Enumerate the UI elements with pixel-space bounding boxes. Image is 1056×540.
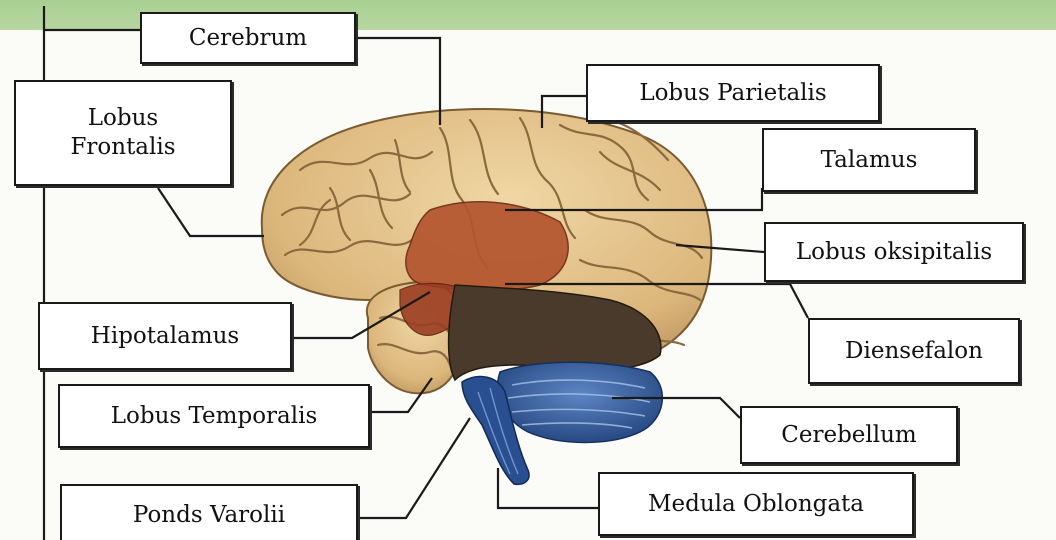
label-cerebellum: Cerebellum <box>740 406 958 464</box>
label-lobus-oksipitalis-text: Lobus oksipitalis <box>796 238 992 267</box>
leader-ponds-varolii <box>358 418 470 518</box>
label-cerebellum-text: Cerebellum <box>781 421 916 450</box>
label-lobus-frontalis-line2: Frontalis <box>70 133 175 162</box>
label-lobus-parietalis-text: Lobus Parietalis <box>639 79 826 108</box>
label-ponds-varolii: Ponds Varolii <box>60 484 358 540</box>
label-diensefalon-text: Diensefalon <box>845 337 983 366</box>
label-diensefalon: Diensefalon <box>808 318 1020 384</box>
label-cerebrum: Cerebrum <box>140 12 356 64</box>
cerebellum-shape <box>498 362 663 442</box>
label-medula-oblongata-text: Medula Oblongata <box>648 490 864 519</box>
label-lobus-temporalis-text: Lobus Temporalis <box>111 402 318 431</box>
label-lobus-temporalis: Lobus Temporalis <box>58 384 370 448</box>
leader-lobus-frontalis <box>158 188 264 236</box>
label-ponds-varolii-text: Ponds Varolii <box>133 501 285 530</box>
label-lobus-frontalis-line1: Lobus <box>88 104 158 133</box>
label-lobus-oksipitalis: Lobus oksipitalis <box>764 222 1024 282</box>
label-hipotalamus-text: Hipotalamus <box>91 322 239 351</box>
label-medula-oblongata: Medula Oblongata <box>598 472 914 536</box>
label-lobus-parietalis: Lobus Parietalis <box>586 64 880 122</box>
label-lobus-frontalis: Lobus Frontalis <box>14 80 232 186</box>
label-hipotalamus: Hipotalamus <box>38 302 292 370</box>
label-talamus: Talamus <box>762 128 976 192</box>
label-talamus-text: Talamus <box>821 146 918 175</box>
label-cerebrum-text: Cerebrum <box>189 24 307 53</box>
diencephalon-shape <box>406 202 568 291</box>
